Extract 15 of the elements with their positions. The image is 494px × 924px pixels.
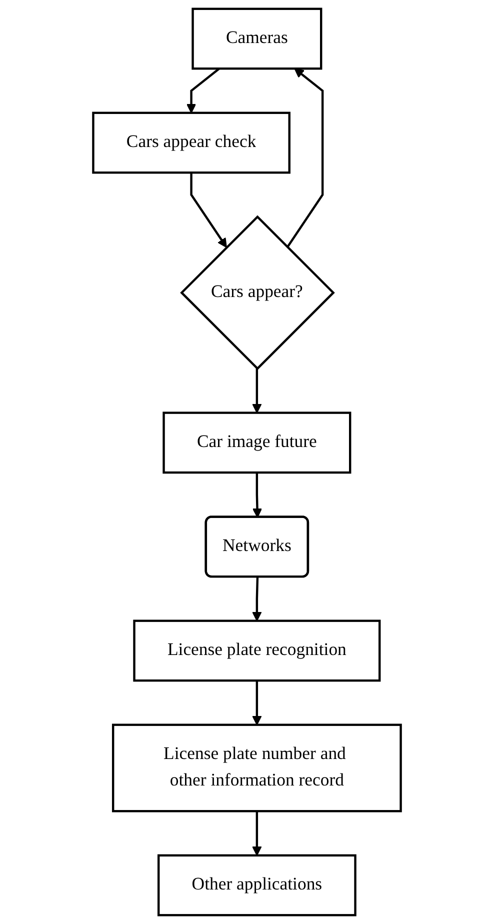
- node-box: Other applications: [157, 854, 356, 916]
- node-box: Car image future: [162, 412, 352, 474]
- arrow: [252, 577, 262, 622]
- arrow: [252, 680, 262, 726]
- arrow: [190, 172, 227, 248]
- arrow: [286, 68, 324, 248]
- node-diamond: Cars appear?: [180, 215, 335, 370]
- node-box: Cameras: [192, 8, 322, 70]
- arrow: [252, 368, 262, 414]
- node-box: License plate number and other information record: [112, 724, 402, 812]
- arrow: [186, 68, 220, 114]
- node-box: License plate recognition: [133, 620, 381, 682]
- node-box: Cars appear check: [92, 112, 290, 174]
- arrow: [252, 472, 262, 518]
- arrow: [252, 811, 262, 856]
